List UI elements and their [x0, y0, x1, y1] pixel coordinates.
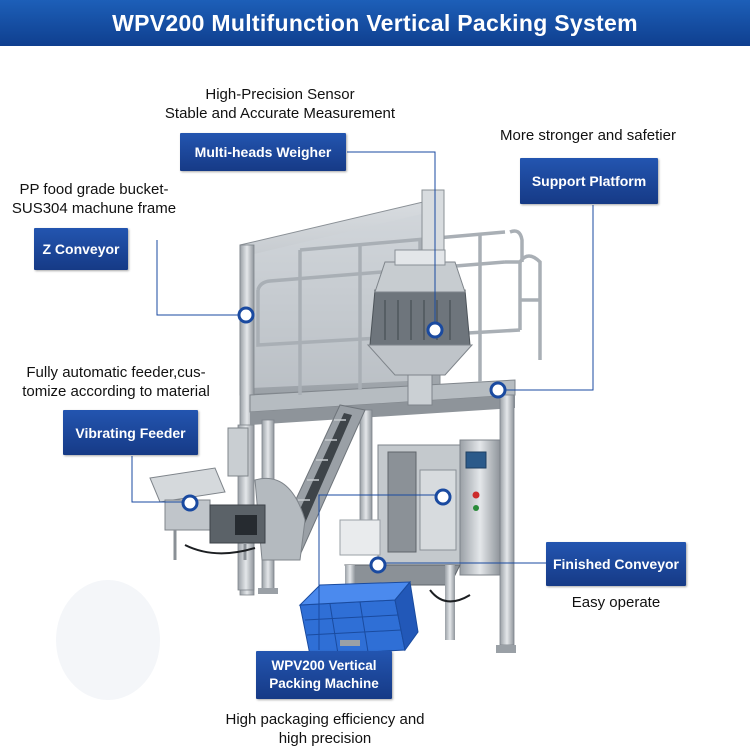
marker-packer [434, 488, 452, 506]
weigher-note-line-2: Stable and Accurate Measurement [164, 105, 396, 122]
leader-feeder [131, 456, 190, 503]
marker-zconveyor [237, 306, 255, 324]
marker-weigher [426, 321, 444, 339]
leader-lines [131, 151, 594, 650]
background-shadow [56, 580, 160, 700]
marker-feeder [181, 494, 199, 512]
packer-label-line-2: Packing Machine [269, 676, 379, 691]
leader-platform [498, 205, 594, 391]
platform-label: Support Platform [520, 158, 658, 204]
markers [181, 306, 507, 574]
feeder-note-line-1: Fully automatic feeder,cus- [26, 364, 206, 381]
marker-finished [369, 556, 387, 574]
weigher-note-line-1: High-Precision Sensor [205, 86, 355, 103]
vertical-packing-machine [339, 439, 501, 640]
weigher-note: High-Precision Sensor Stable and Accurat… [150, 85, 410, 123]
page-title: WPV200 Multifunction Vertical Packing Sy… [0, 0, 750, 46]
vibrating-feeder [149, 467, 266, 560]
weigher-label: Multi-heads Weigher [180, 133, 346, 171]
packer-note: High packaging efficiency and high preci… [200, 710, 450, 748]
z-conveyor [227, 404, 366, 561]
packer-label: WPV200 Vertical Packing Machine [256, 651, 392, 699]
multihead-weigher [366, 189, 474, 406]
packer-note-line-2: high precision [278, 730, 372, 747]
feeder-note-line-2: tomize according to material [22, 383, 210, 400]
leader-packer [318, 494, 442, 650]
feeder-label: Vibrating Feeder [63, 410, 198, 455]
leader-zconveyor [156, 240, 246, 316]
feeder-note: Fully automatic feeder,cus- tomize accor… [4, 363, 228, 401]
zconveyor-note-line-1: PP food grade bucket- [19, 181, 169, 198]
collection-crate [298, 580, 419, 656]
zconveyor-note-line-2: SUS304 machune frame [11, 200, 177, 217]
foot-pads [258, 588, 516, 653]
platform-note: More stronger and safetier [480, 126, 696, 145]
finished-note: Easy operate [546, 593, 686, 612]
zconveyor-note: PP food grade bucket- SUS304 machune fra… [2, 180, 186, 218]
leader-weigher [347, 151, 436, 330]
platform-note-line-1: More stronger and safetier [500, 127, 676, 144]
zconveyor-label: Z Conveyor [34, 228, 128, 270]
finished-label: Finished Conveyor [546, 542, 686, 586]
packer-label-line-1: WPV200 Vertical [271, 658, 377, 673]
finished-note-line-1: Easy operate [571, 594, 661, 611]
marker-platform [489, 381, 507, 399]
packer-note-line-1: High packaging efficiency and [225, 711, 425, 728]
